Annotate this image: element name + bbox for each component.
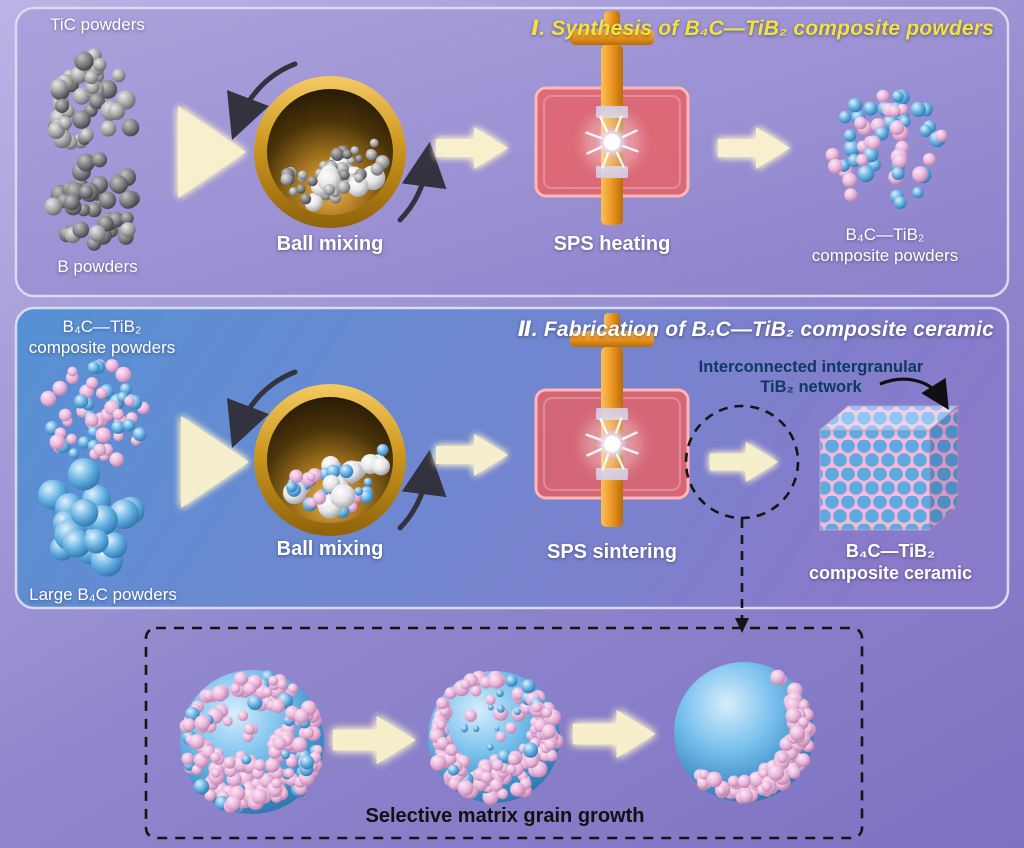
flow-arrow-1a	[436, 127, 508, 169]
grain-growth-box	[144, 626, 864, 840]
cube-front-face	[819, 429, 931, 531]
network-pointer-arrow-icon	[879, 377, 949, 410]
b-powder-cluster	[44, 152, 140, 251]
generated-art	[38, 11, 948, 814]
grain-sphere-intermediate	[428, 670, 564, 805]
panel-fabrication-bg	[14, 306, 1010, 610]
merge-arrow-2	[181, 416, 249, 508]
tic-powder-cluster	[47, 48, 140, 150]
grain-arrow-1	[332, 715, 416, 765]
dashed-zoom-circle	[684, 404, 800, 520]
ball-mixing-label-2: Ball mixing	[276, 538, 384, 560]
large-b4c-powders-label: Large B₄C powders	[29, 585, 177, 604]
ball-mixing-label-1: Ball mixing	[276, 233, 384, 255]
b-powders-label: B powders	[57, 257, 138, 276]
panel1-title: Ⅰ. Synthesis of B₄C—TiB₂ composite powde…	[531, 17, 994, 40]
sps-sintering-label: SPS sintering	[546, 541, 678, 563]
grain-growth-caption: Selective matrix grain growth	[365, 805, 645, 827]
ball-mill-icon-1	[226, 61, 447, 228]
flow-arrow-2b	[709, 442, 779, 482]
flow-arrow-2a	[436, 434, 508, 476]
network-label-line2: TiB₂ network	[760, 378, 862, 396]
composite-powder-cluster-2	[40, 359, 150, 467]
composite-powders-label-1a: B₄C—TiB₂	[845, 225, 925, 244]
grain-sphere-initial	[179, 670, 324, 814]
composite-powders-label-2a: B₄C—TiB₂	[62, 317, 142, 336]
ceramic-cube-icon	[818, 404, 960, 532]
tic-powders-label: TiC powders	[50, 15, 145, 34]
flow-arrow-1b	[718, 127, 790, 169]
cube-right-face	[929, 404, 959, 532]
composite-powder-cluster-1	[825, 89, 948, 209]
network-label-line1: Interconnected intergranular	[698, 358, 924, 376]
sps-machine-icon-1	[534, 11, 690, 225]
dashed-connector-arrowhead	[735, 618, 749, 633]
merge-arrow-1	[178, 106, 246, 198]
grain-sphere-final	[674, 662, 816, 804]
sps-machine-icon-2	[534, 313, 690, 527]
large-b4c-cluster	[38, 458, 145, 577]
panel2-title: Ⅱ. Fabrication of B₄C—TiB₂ composite cer…	[517, 318, 994, 341]
grain-arrow-2	[572, 709, 656, 759]
ball-mill-icon-2	[226, 369, 447, 536]
sps-heating-label: SPS heating	[553, 233, 671, 255]
composite-powders-label-2b: composite powders	[28, 338, 176, 357]
ceramic-label-line2: composite ceramic	[808, 563, 973, 583]
ceramic-label-line1: B₄C—TiB₂	[845, 541, 936, 561]
composite-powders-label-1b: composite powders	[811, 246, 959, 265]
